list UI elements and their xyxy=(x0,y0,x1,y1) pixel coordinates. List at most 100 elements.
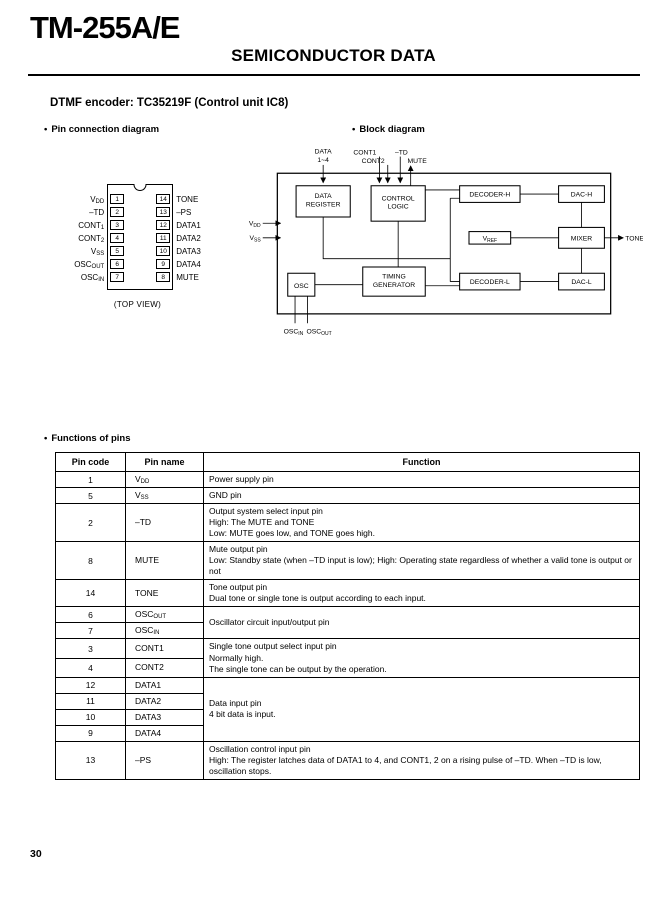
pin-name-cell: VSS xyxy=(125,487,204,505)
pin-code-cell: 9 xyxy=(55,724,126,742)
pin-number: 5 xyxy=(110,246,125,256)
right-pin-numbers: 14 13 12 11 10 9 8 xyxy=(156,194,171,285)
block-decoder-h xyxy=(459,185,521,203)
pin-label: DATA1 xyxy=(176,221,201,230)
pin-number: 3 xyxy=(110,220,125,230)
table-row: 8 MUTE Mute output pin Low: Standby stat… xyxy=(55,541,640,581)
pin-number: 2 xyxy=(110,207,125,217)
pin-label: DATA2 xyxy=(176,234,201,243)
pin-number: 13 xyxy=(156,207,171,217)
pin-code-cell: 8 xyxy=(55,541,126,581)
pin-number: 11 xyxy=(156,233,171,243)
table-row: 5 VSS GND pin xyxy=(55,487,640,505)
pin-name-cell: OSCOUT xyxy=(125,606,204,624)
col-pin-name: Pin name xyxy=(125,452,204,472)
mixer-label: MIXER xyxy=(571,235,593,242)
block-mixer xyxy=(558,226,605,249)
control-logic-label: CONTROL xyxy=(382,195,415,202)
mute-label: MUTE xyxy=(408,158,428,165)
pin-name-cell: TONE xyxy=(125,579,204,608)
function-cell: Power supply pin xyxy=(203,470,640,489)
pin-label: DATA3 xyxy=(176,247,201,256)
pin-label: TONE xyxy=(176,195,199,204)
functions-heading: •Functions of pins xyxy=(44,433,131,444)
function-cell: Oscillator circuit input/output pin xyxy=(203,606,640,640)
table-header-row: Pin code Pin name Function xyxy=(55,452,640,472)
function-cell: Output system select input pin High: The… xyxy=(203,503,640,543)
vdd-label: VDD xyxy=(249,220,261,229)
diagram-headings: •Pin connection diagram •Block diagram xyxy=(0,124,667,136)
page-title: TM-255A/E xyxy=(30,10,180,45)
decoder-l-label: DECODER-L xyxy=(470,279,510,286)
block-diagram: DATA 1~4 CONT1 CONT2 –TD MUTE VDD VSS DA… xyxy=(245,142,653,387)
pin-number: 14 xyxy=(156,194,171,204)
ic-notch-icon xyxy=(133,184,147,191)
table-row: 2 –TD Output system select input pin Hig… xyxy=(55,503,640,543)
dac-h-label: DAC-H xyxy=(571,192,593,199)
bullet-icon: • xyxy=(44,433,48,444)
pin-code-cell: 4 xyxy=(55,657,126,678)
function-cell: Mute output pin Low: Standby state (when… xyxy=(203,541,640,581)
pin-name-cell: DATA4 xyxy=(125,724,204,742)
pin-diagram-heading: •Pin connection diagram xyxy=(44,124,160,135)
pin-code-cell: 6 xyxy=(55,606,126,624)
block-data-register xyxy=(295,185,351,218)
ic-body: 1 2 3 4 5 6 7 14 13 12 11 10 xyxy=(107,184,174,290)
vref-label: VREF xyxy=(483,235,498,244)
pin-number: 9 xyxy=(156,259,171,269)
pin-label: –PS xyxy=(176,208,192,217)
block-diagram-blocks xyxy=(287,185,605,297)
right-pin-labels: TONE –PS DATA1 DATA2 DATA3 DATA4 MUTE xyxy=(176,184,201,284)
pin-code-cell: 5 xyxy=(55,487,126,505)
top-view-caption: (TOP VIEW) xyxy=(113,300,162,309)
function-cell: Data input pin 4 bit data is input. xyxy=(203,676,640,742)
pin-label: –TD xyxy=(89,208,105,217)
pin-name-cell: DATA1 xyxy=(125,676,204,694)
table-row: 6 OSCOUT Oscillator circuit input/output… xyxy=(55,606,640,640)
table-row: 10 DATA3 xyxy=(55,708,640,726)
pin-number: 7 xyxy=(110,272,125,282)
pin-name-cell: VDD xyxy=(125,470,204,489)
pin-number: 4 xyxy=(110,233,125,243)
svg-text:GENERATOR: GENERATOR xyxy=(373,282,415,289)
col-pin-code: Pin code xyxy=(55,452,126,472)
pin-name-cell: OSCIN xyxy=(125,622,204,640)
title-rule xyxy=(28,74,640,76)
osc-label: OSC xyxy=(294,283,309,290)
pin-function-table: Pin code Pin name Function 1 VDD Power s… xyxy=(55,452,640,780)
pin-code-cell: 3 xyxy=(55,638,126,659)
page-subtitle: SEMICONDUCTOR DATA xyxy=(231,46,436,65)
pin-code-cell: 1 xyxy=(55,470,126,489)
function-cell: Oscillation control input pin High: The … xyxy=(203,740,640,780)
pin-label: OSCOUT xyxy=(74,260,105,270)
pin-label: OSCIN xyxy=(80,273,105,283)
dac-l-label: DAC-L xyxy=(571,279,592,286)
pin-label: CONT1 xyxy=(78,221,105,231)
block-control-logic xyxy=(370,185,426,222)
pin-label: VDD xyxy=(90,195,105,205)
table-row: 1 VDD Power supply pin xyxy=(55,470,640,489)
tone-output-label: TONE xyxy=(625,235,643,242)
pin-label: CONT2 xyxy=(78,234,105,244)
pin-label: MUTE xyxy=(176,273,199,282)
pin-label: DATA4 xyxy=(176,260,201,269)
block-vref xyxy=(468,231,512,245)
diagrams-area: VDD –TD CONT1 CONT2 VSS OSCOUT OSCIN 1 2… xyxy=(30,142,653,387)
pin-code-cell: 12 xyxy=(55,676,126,694)
pin-code-cell: 13 xyxy=(55,740,126,780)
pin-connection-diagram: VDD –TD CONT1 CONT2 VSS OSCOUT OSCIN 1 2… xyxy=(30,142,245,387)
svg-text:LOGIC: LOGIC xyxy=(388,204,409,211)
left-pin-numbers: 1 2 3 4 5 6 7 xyxy=(110,194,125,285)
pin-name-cell: –TD xyxy=(125,503,204,543)
block-timing-generator xyxy=(362,266,426,297)
svg-text:1~4: 1~4 xyxy=(317,157,329,164)
left-pin-labels: VDD –TD CONT1 CONT2 VSS OSCOUT OSCIN xyxy=(74,184,104,284)
oscout-label: OSCOUT xyxy=(307,329,332,338)
table-row: 12 DATA1 Data input pin 4 bit data is in… xyxy=(55,676,640,742)
pin-name-cell: –PS xyxy=(125,740,204,780)
block-diagram-text: DATA 1~4 CONT1 CONT2 –TD MUTE VDD VSS DA… xyxy=(249,148,643,337)
pin-name-cell: CONT1 xyxy=(125,638,204,659)
data-input-label: DATA xyxy=(315,148,333,155)
pin-name-cell: DATA3 xyxy=(125,708,204,726)
